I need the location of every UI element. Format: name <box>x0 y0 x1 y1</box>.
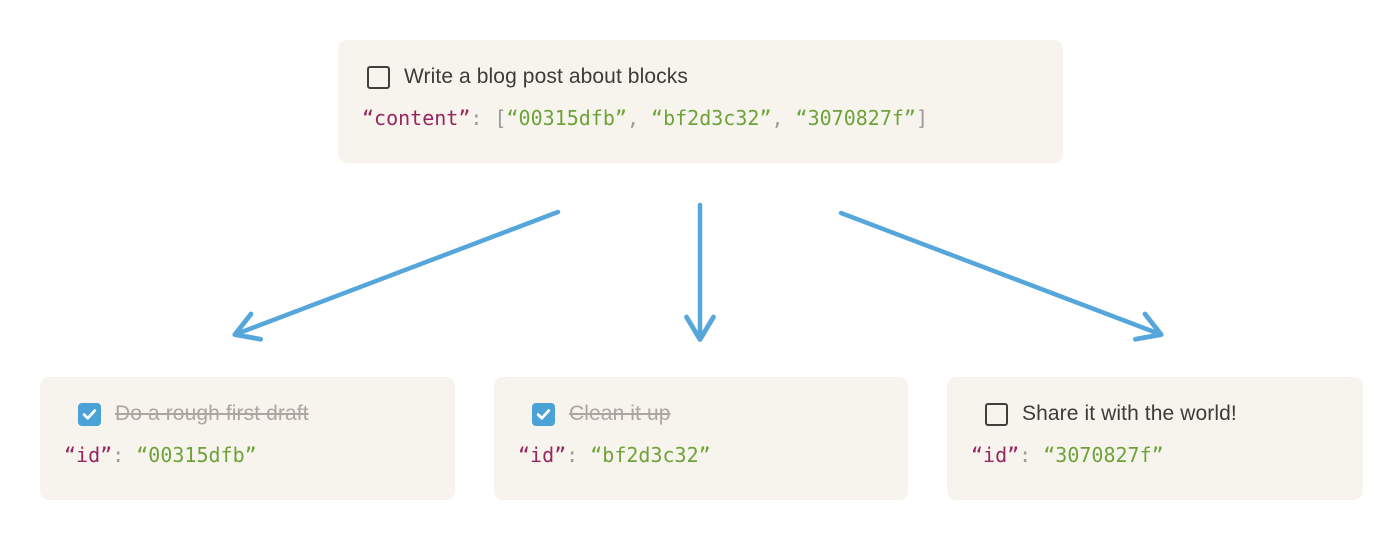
code-line: “content”: [“00315dfb”, “bf2d3c32”, “307… <box>362 103 1039 133</box>
code-comma: , <box>771 106 796 130</box>
task-label: Clean it up <box>569 402 671 425</box>
todo-row: Write a blog post about blocks <box>367 62 1039 92</box>
code-comma: , <box>626 106 652 130</box>
task-label: Do a rough first draft <box>115 402 309 425</box>
code-string: “bf2d3c32” <box>651 106 772 130</box>
code-colon: : <box>112 443 137 467</box>
code-close-bracket: ] <box>915 106 929 130</box>
code-key: “id” <box>971 443 1020 467</box>
todo-checkbox[interactable] <box>367 65 390 89</box>
todo-checkbox[interactable] <box>532 402 555 426</box>
todo-row: Do a rough first draft <box>78 399 431 429</box>
todo-row: Share it with the world! <box>985 399 1339 429</box>
code-colon: : <box>566 443 591 467</box>
arrow-to-child-right <box>838 210 1164 342</box>
code-key: “id” <box>64 443 113 467</box>
arrow-to-child-left <box>232 209 561 342</box>
code-string: “00315dfb” <box>506 106 627 130</box>
child-block-card: Clean it up “id”: “bf2d3c32” <box>494 377 908 500</box>
code-line: “id”: “3070827f” <box>971 440 1339 470</box>
task-label: Share it with the world! <box>1022 402 1237 425</box>
check-icon <box>536 408 551 420</box>
code-key: “id” <box>518 443 567 467</box>
todo-checkbox[interactable] <box>78 402 101 426</box>
code-open-bracket: [ <box>494 106 507 130</box>
code-string: “bf2d3c32” <box>590 443 711 467</box>
todo-row: Clean it up <box>532 399 884 429</box>
code-key: “content” <box>362 106 471 130</box>
check-icon <box>82 408 97 420</box>
parent-block-card: Write a blog post about blocks “content”… <box>338 40 1063 163</box>
code-line: “id”: “00315dfb” <box>64 440 431 470</box>
task-label: Write a blog post about blocks <box>404 65 688 88</box>
code-line: “id”: “bf2d3c32” <box>518 440 884 470</box>
code-string: “3070827f” <box>1043 443 1164 467</box>
todo-checkbox[interactable] <box>985 402 1008 426</box>
code-string: “3070827f” <box>795 106 916 130</box>
code-colon: : <box>470 106 495 130</box>
code-string: “00315dfb” <box>136 443 257 467</box>
child-block-card: Do a rough first draft “id”: “00315dfb” <box>40 377 455 500</box>
code-colon: : <box>1019 443 1044 467</box>
child-block-card: Share it with the world! “id”: “3070827f… <box>947 377 1363 500</box>
